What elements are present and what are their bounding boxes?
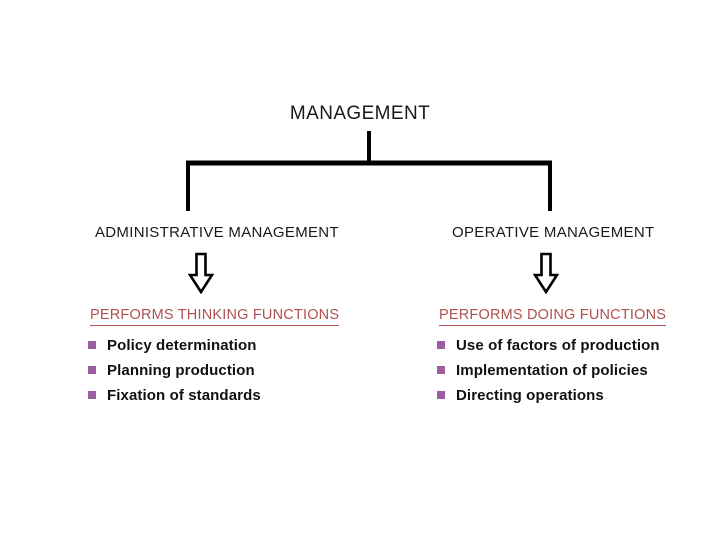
list-item-label: Implementation of policies: [456, 362, 648, 379]
branch-label-administrative-management: ADMINISTRATIVE MANAGEMENT: [95, 224, 339, 241]
list-item-label: Fixation of standards: [107, 387, 261, 404]
down-arrow-icon: [533, 252, 559, 294]
list-item: Use of factors of production: [437, 337, 666, 354]
down-arrow-icon: [188, 252, 214, 294]
list-item: Policy determination: [88, 337, 339, 354]
square-bullet-icon: [437, 391, 445, 399]
section-heading-thinking-functions: PERFORMS THINKING FUNCTIONS: [90, 307, 340, 326]
branch-content-administrative: PERFORMS THINKING FUNCTIONS Policy deter…: [88, 306, 340, 412]
list-item-label: Policy determination: [107, 337, 257, 354]
list-item: Fixation of standards: [88, 387, 339, 404]
bullet-list-thinking-functions: Policy determination Planning production…: [88, 337, 339, 404]
section-heading-doing-functions: PERFORMS DOING FUNCTIONS: [439, 307, 667, 326]
square-bullet-icon: [437, 341, 445, 349]
list-item: Directing operations: [437, 387, 666, 404]
branch-content-operative: PERFORMS DOING FUNCTIONS Use of factors …: [437, 306, 667, 412]
list-item-label: Planning production: [107, 362, 255, 379]
square-bullet-icon: [88, 341, 96, 349]
bullet-list-doing-functions: Use of factors of production Implementat…: [437, 337, 666, 404]
square-bullet-icon: [88, 391, 96, 399]
list-item: Implementation of policies: [437, 362, 666, 379]
square-bullet-icon: [437, 366, 445, 374]
list-item-label: Directing operations: [456, 387, 604, 404]
list-item: Planning production: [88, 362, 339, 379]
root-node-management: MANAGEMENT: [289, 103, 431, 124]
list-item-label: Use of factors of production: [456, 337, 660, 354]
square-bullet-icon: [88, 366, 96, 374]
branch-label-operative-management: OPERATIVE MANAGEMENT: [452, 224, 655, 241]
